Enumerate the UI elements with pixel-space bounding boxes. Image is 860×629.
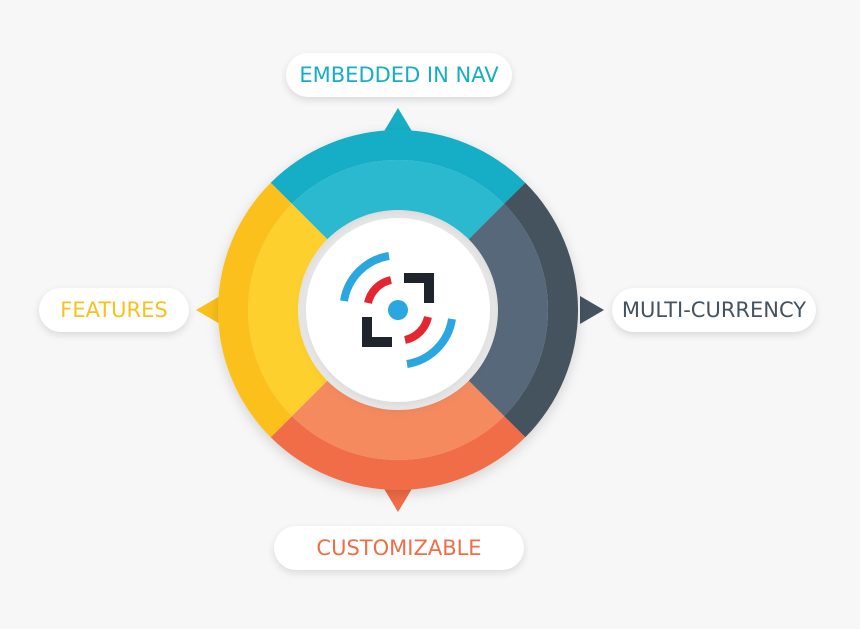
label-embedded-in-nav: EMBEDDED IN NAV <box>286 53 512 97</box>
target-logo-icon <box>340 252 456 368</box>
label-features: FEATURES <box>39 288 189 332</box>
ring-segment-right-inner <box>468 203 548 417</box>
ring-segment-bottom-outer <box>270 416 526 491</box>
logo-center-dot <box>388 300 408 320</box>
logo-arc-outer-bottom <box>406 318 456 368</box>
label-embedded-in-nav-text: EMBEDDED IN NAV <box>299 63 499 87</box>
ring-segment-left-outer <box>218 182 292 438</box>
label-customizable: CUSTOMIZABLE <box>274 526 524 570</box>
pointer-arrow-top <box>383 108 413 133</box>
logo-arc-outer-top <box>340 252 390 302</box>
label-multi-currency-text: MULTI-CURRENCY <box>621 298 807 322</box>
pointer-arrow-right <box>580 296 604 324</box>
label-customizable-text: CUSTOMIZABLE <box>316 536 482 560</box>
ring <box>218 129 578 491</box>
logo-bracket-top-right <box>404 273 434 303</box>
logo-arc-middle-top <box>364 276 393 305</box>
pointer-arrow-bottom <box>383 487 413 512</box>
ring-segment-top-inner <box>291 160 505 240</box>
ring-segment-left-inner <box>248 203 328 417</box>
ring-segment-bottom-inner <box>291 380 505 460</box>
label-multi-currency: MULTI-CURRENCY <box>612 288 816 332</box>
ring-segment-right-outer <box>504 182 578 438</box>
ring-segment-top-outer <box>270 129 526 204</box>
logo-bracket-bottom-left <box>362 317 392 347</box>
pointer-arrow-left <box>196 296 220 324</box>
label-features-text: FEATURES <box>60 298 168 322</box>
logo-arc-middle-bottom <box>403 315 432 344</box>
